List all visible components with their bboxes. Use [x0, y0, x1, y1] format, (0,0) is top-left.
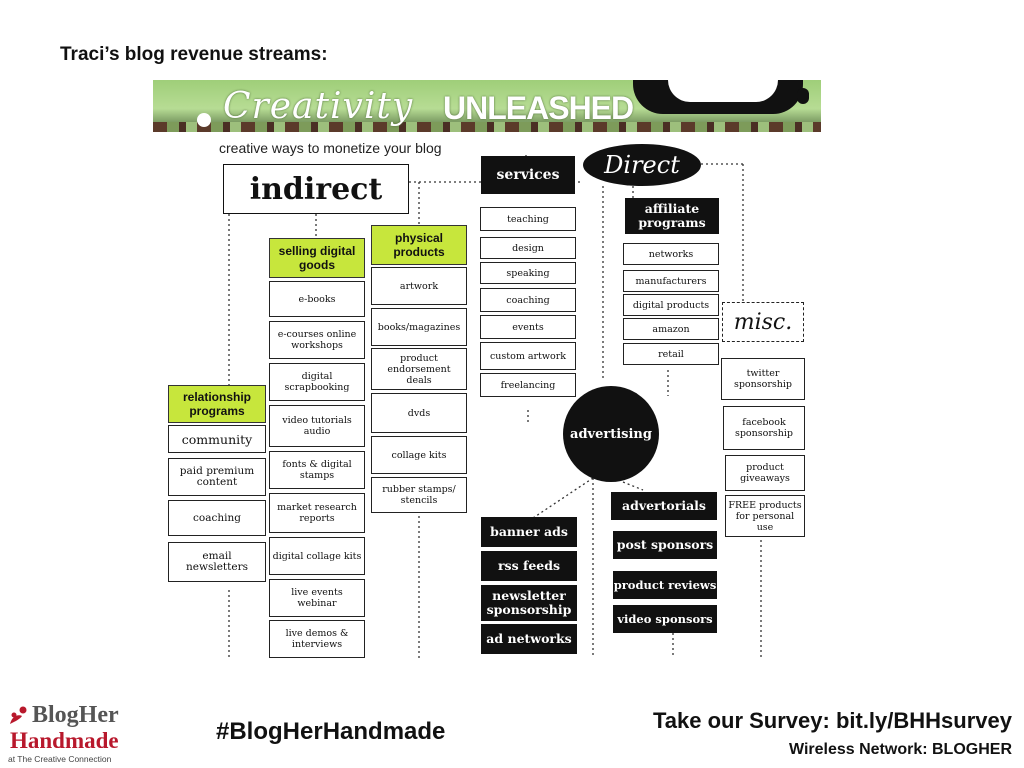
physical-products-item: rubber stamps/ stencils	[371, 477, 467, 513]
misc-item: facebook sponsorship	[723, 406, 805, 450]
affiliate-item: retail	[623, 343, 719, 365]
ad-type-item: newsletter sponsorship	[481, 585, 577, 621]
affiliate-item: digital products	[623, 294, 719, 316]
digital-goods-item: fonts & digital stamps	[269, 451, 365, 489]
affiliate-programs-header: affiliate programs	[625, 198, 719, 234]
ad-type-item: ad networks	[481, 624, 577, 654]
misc-label: misc.	[722, 302, 804, 342]
ad-type-item: product reviews	[613, 571, 717, 599]
wireless-network-text: Wireless Network: BLOGHER	[788, 741, 1012, 758]
physical-products-item: collage kits	[371, 436, 467, 474]
slide-title: Traci’s blog revenue streams:	[60, 44, 328, 65]
relationship-item: community	[168, 425, 266, 453]
physical-products-item: product endorsement deals	[371, 348, 467, 390]
ad-type-item: post sponsors	[613, 531, 717, 559]
physical-products-item: artwork	[371, 267, 467, 305]
indirect-label: indirect	[223, 164, 409, 214]
banner-dot	[197, 113, 211, 127]
logo-blogher: BlogHer	[32, 702, 119, 728]
banner-texture	[153, 122, 821, 132]
survey-link-text: Take our Survey: bit.ly/BHHsurvey	[652, 708, 1012, 733]
ad-type-item: rss feeds	[481, 551, 577, 581]
blogher-logo-icon	[10, 706, 27, 724]
banner-blob-tail	[797, 88, 809, 104]
revenue-diagram: Creativity UNLEASHED creative ways to mo…	[153, 80, 821, 660]
misc-item: twitter sponsorship	[721, 358, 805, 400]
affiliate-item: amazon	[623, 318, 719, 340]
physical-products-header: physical products	[371, 225, 467, 265]
affiliate-item: networks	[623, 243, 719, 265]
digital-goods-item: live demos & interviews	[269, 620, 365, 658]
digital-goods-header: selling digital goods	[269, 238, 365, 278]
services-item: events	[480, 315, 576, 339]
physical-products-item: books/magazines	[371, 308, 467, 346]
banner-bold-text: UNLEASHED	[443, 90, 634, 126]
misc-item: FREE products for personal use	[725, 495, 805, 537]
ad-type-item: video sponsors	[613, 605, 717, 633]
digital-goods-item: digital scrapbooking	[269, 363, 365, 401]
hashtag: #BlogHerHandmade	[216, 718, 446, 745]
digital-goods-item: e-courses online workshops	[269, 321, 365, 359]
digital-goods-item: live events webinar	[269, 579, 365, 617]
relationship-item: coaching	[168, 500, 266, 536]
services-item: teaching	[480, 207, 576, 231]
digital-goods-item: market research reports	[269, 493, 365, 533]
services-header: services	[481, 156, 575, 194]
affiliate-item: manufacturers	[623, 270, 719, 292]
services-item: freelancing	[480, 373, 576, 397]
banner-script-text: Creativity	[223, 86, 414, 127]
ad-type-item: advertorials	[611, 492, 717, 520]
logo-handmade: Handmade	[10, 728, 119, 753]
services-item: custom artwork	[480, 342, 576, 370]
banner-blob-inner	[668, 80, 778, 102]
relationship-programs-header: relationship programs	[168, 385, 266, 423]
physical-products-item: dvds	[371, 393, 467, 433]
diagram-subtitle: creative ways to monetize your blog	[219, 140, 442, 156]
services-item: design	[480, 237, 576, 259]
misc-item: product giveaways	[725, 455, 805, 491]
ad-type-item: banner ads	[481, 517, 577, 547]
digital-goods-item: e-books	[269, 281, 365, 317]
digital-goods-item: digital collage kits	[269, 537, 365, 575]
digital-goods-item: video tutorials audio	[269, 405, 365, 447]
direct-label: Direct	[583, 144, 701, 186]
advertising-hub: advertising	[563, 386, 659, 482]
relationship-item: paid premium content	[168, 458, 266, 496]
services-item: coaching	[480, 288, 576, 312]
services-item: speaking	[480, 262, 576, 284]
relationship-item: email newsletters	[168, 542, 266, 582]
logo-tagline: at The Creative Connection	[8, 754, 112, 764]
